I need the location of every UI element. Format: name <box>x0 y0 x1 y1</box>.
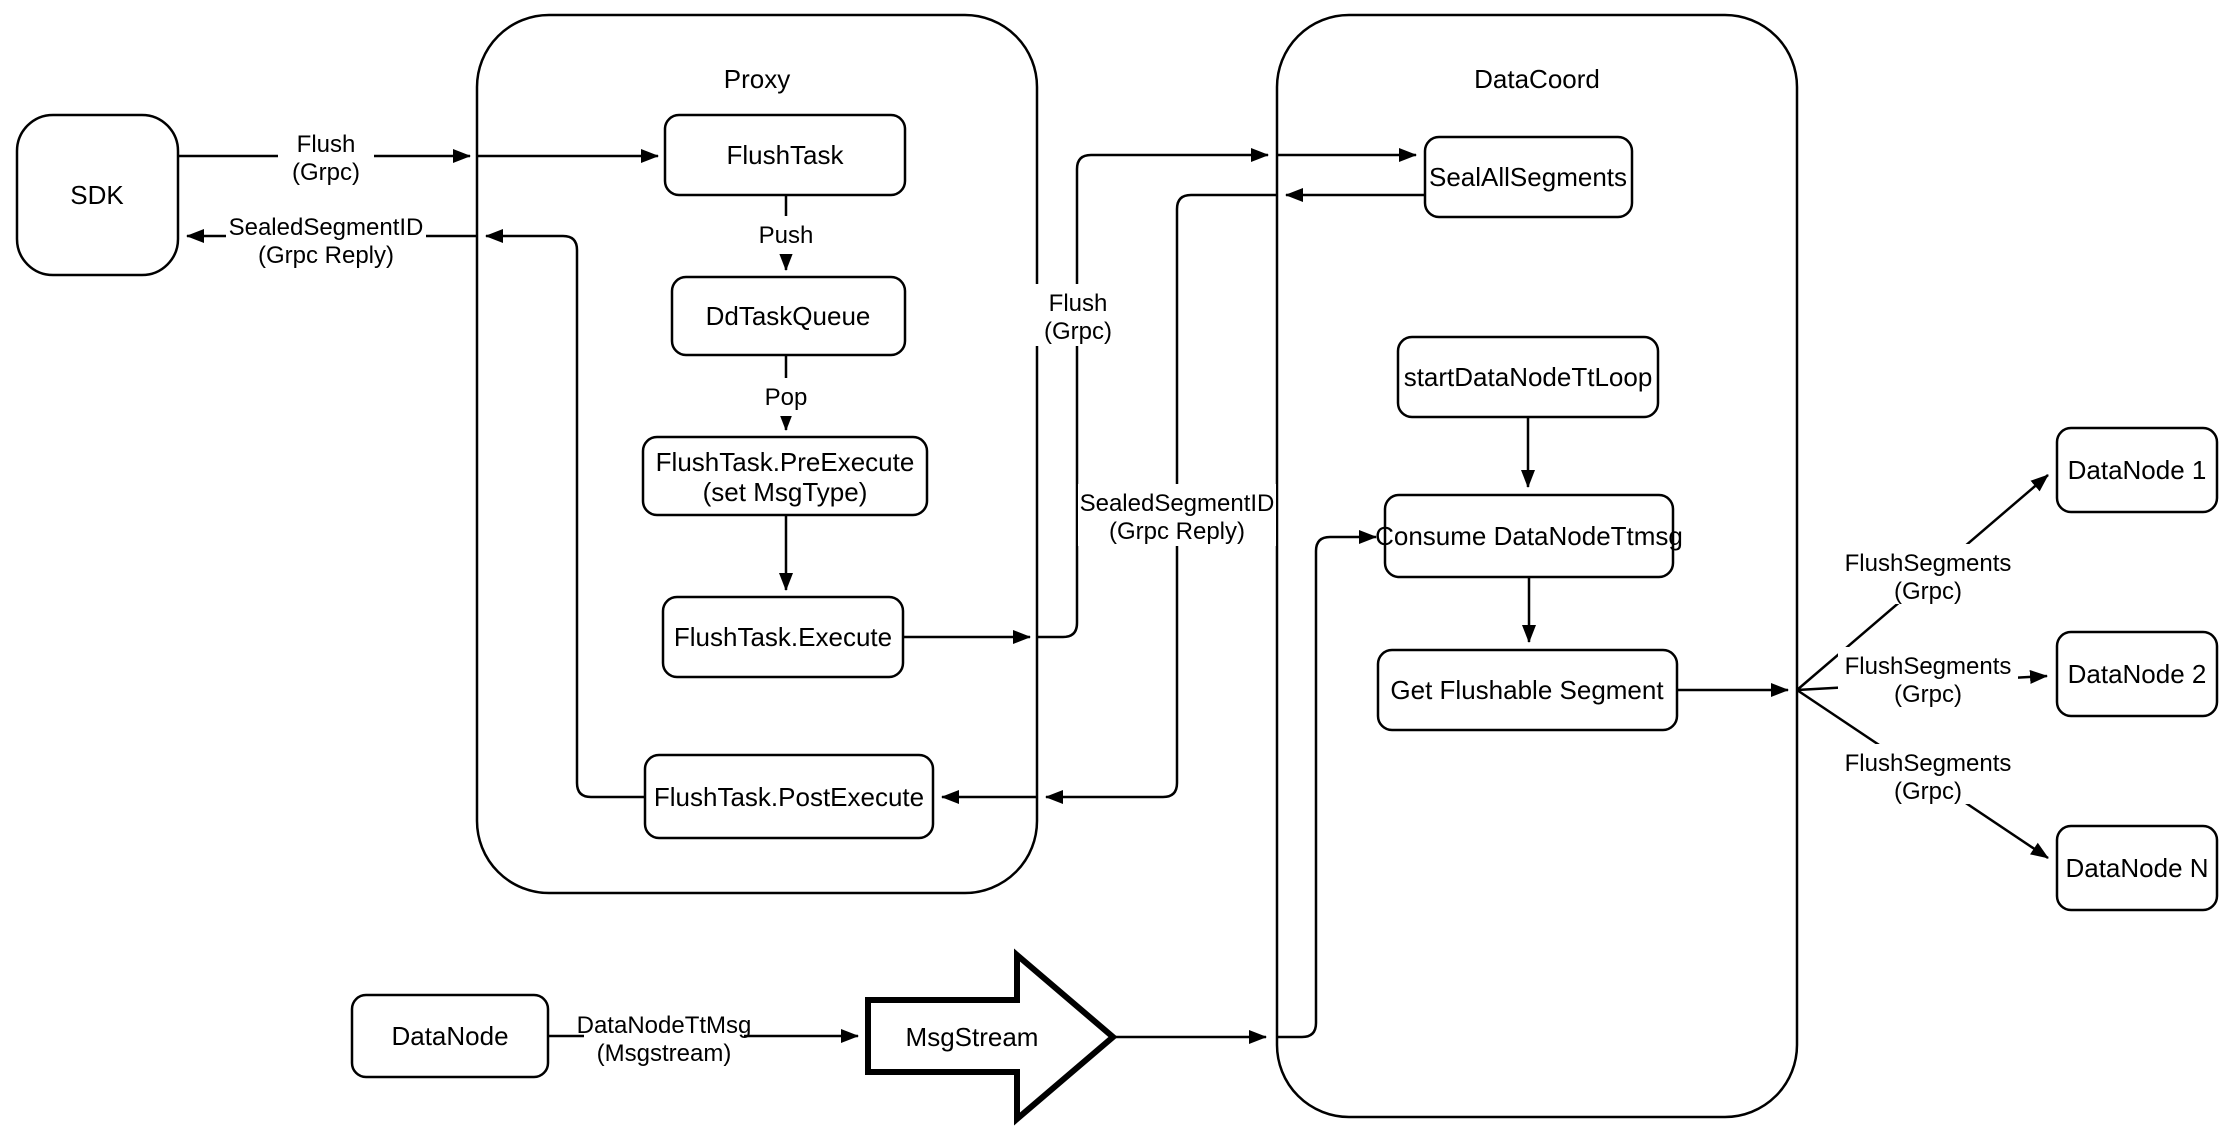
datacoord-title: DataCoord <box>1474 64 1600 94</box>
node-startdatanodettloop: startDataNodeTtLoop <box>1396 335 1660 419</box>
execute-box <box>661 595 905 679</box>
datanoden-box <box>2055 824 2219 912</box>
sealallsegments-label: SealAllSegments <box>1429 162 1627 192</box>
edge-postexecute-to-proxy-border <box>485 229 645 799</box>
push-label: Push <box>759 222 814 249</box>
flushtask-label: FlushTask <box>726 140 844 170</box>
label-bg <box>1031 284 1125 346</box>
execute-label: FlushTask.Execute <box>674 622 892 652</box>
consumedatanodettmsg-label: Consume DataNodeTtmsg <box>1375 521 1683 551</box>
node-execute: FlushTask.Execute <box>661 595 905 679</box>
datanode-bottom-label: DataNode <box>391 1021 508 1051</box>
postexecute-label: FlushTask.PostExecute <box>654 782 924 812</box>
label-bg <box>756 378 818 416</box>
sdk-reply-label-line1: SealedSegmentID <box>229 214 424 241</box>
sealallsegments-box <box>1423 135 1634 219</box>
proxy-title: Proxy <box>724 64 790 94</box>
flushsegments1-label-line2: (Grpc) <box>1894 578 1962 605</box>
node-consumedatanodettmsg: Consume DataNodeTtmsg <box>1375 493 1683 579</box>
node-postexecute: FlushTask.PostExecute <box>643 753 935 840</box>
sdk-label: SDK <box>70 180 124 210</box>
label-bg <box>226 208 426 270</box>
edge-label-flushsegments-3: FlushSegments (Grpc) <box>1838 744 2018 805</box>
preexecute-label-line1: FlushTask.PreExecute <box>656 447 915 477</box>
startdatanodettloop-label: startDataNodeTtLoop <box>1404 362 1653 392</box>
preexecute-box <box>641 435 929 517</box>
label-bg <box>752 216 820 254</box>
startdatanodettloop-box <box>1396 335 1660 419</box>
sdk-reply-label-line2: (Grpc Reply) <box>258 242 394 269</box>
proxy-outline <box>475 13 1039 895</box>
node-datanode1: DataNode 1 <box>2055 426 2219 514</box>
getflushablesegment-label: Get Flushable Segment <box>1390 675 1664 705</box>
label-bg <box>1078 484 1276 546</box>
datanoden-label: DataNode N <box>2065 853 2208 883</box>
node-msgstream: MsgStream <box>865 948 1118 1126</box>
sdk-box <box>15 113 180 277</box>
node-sdk: SDK <box>15 113 180 277</box>
edge-label-flushsegments-1: FlushSegments (Grpc) <box>1838 544 2018 605</box>
mid-reply-label-line1: SealedSegmentID <box>1080 490 1275 517</box>
edge-label-sdk-flush: Flush (Grpc) <box>278 126 374 186</box>
edge-label-mid-flush: Flush (Grpc) <box>1031 284 1125 346</box>
getflushablesegment-box <box>1376 648 1679 732</box>
label-bg <box>584 1006 744 1066</box>
flushsegments3-label-line2: (Grpc) <box>1894 778 1962 805</box>
label-bg <box>1838 647 2018 707</box>
datacoord-outline <box>1275 13 1799 1119</box>
node-preexecute: FlushTask.PreExecute (set MsgType) <box>641 435 929 517</box>
ddtaskqueue-label: DdTaskQueue <box>706 301 871 331</box>
msgstream-arrow-shape <box>865 948 1118 1126</box>
node-datanode-bottom: DataNode <box>350 993 550 1079</box>
node-datanode2: DataNode 2 <box>2055 630 2219 718</box>
datanode2-label: DataNode 2 <box>2068 659 2207 689</box>
edge-label-pop: Pop <box>756 378 818 416</box>
edge-msgstream-to-consume <box>1277 530 1377 1039</box>
mid-flush-label-line2: (Grpc) <box>1044 318 1112 345</box>
flushtask-box <box>663 113 907 197</box>
edge-label-datanodettmsg: DataNodeTtMsg (Msgstream) <box>577 1006 752 1067</box>
node-getflushablesegment: Get Flushable Segment <box>1376 648 1679 732</box>
postexecute-box <box>643 753 935 840</box>
datanode1-box <box>2055 426 2219 514</box>
node-ddtaskqueue: DdTaskQueue <box>670 275 907 357</box>
mid-reply-label-line2: (Grpc Reply) <box>1109 518 1245 545</box>
datanode1-label: DataNode 1 <box>2068 455 2207 485</box>
edge-label-flushsegments-2: FlushSegments (Grpc) <box>1838 647 2018 708</box>
label-bg <box>278 126 374 186</box>
flushsegments2-label-line2: (Grpc) <box>1894 681 1962 708</box>
label-bg <box>1838 744 2018 804</box>
flushsegments1-label-line1: FlushSegments <box>1845 550 2012 577</box>
edge-flush-up-to-datacoord-border <box>1037 148 1269 639</box>
datanode2-box <box>2055 630 2219 718</box>
ddtaskqueue-box <box>670 275 907 357</box>
node-flushtask: FlushTask <box>663 113 907 197</box>
flushsegments2-label-line1: FlushSegments <box>1845 653 2012 680</box>
container-proxy: Proxy <box>475 13 1039 895</box>
pop-label: Pop <box>765 384 808 411</box>
sdk-flush-label-line2: (Grpc) <box>292 159 360 186</box>
edge-label-push: Push <box>752 216 820 254</box>
datanode-bottom-box <box>350 993 550 1079</box>
msgstream-label: MsgStream <box>906 1022 1039 1052</box>
consumedatanodettmsg-box <box>1383 493 1675 579</box>
mid-flush-label-line1: Flush <box>1049 290 1108 317</box>
label-bg <box>1838 544 2018 604</box>
sdk-flush-label-line1: Flush <box>297 131 356 158</box>
preexecute-label-line2: (set MsgType) <box>703 477 868 507</box>
edge-label-sdk-reply: SealedSegmentID (Grpc Reply) <box>226 208 426 270</box>
edge-label-mid-reply: SealedSegmentID (Grpc Reply) <box>1078 484 1276 546</box>
datanodettmsg-label-line2: (Msgstream) <box>597 1040 732 1067</box>
flushsegments3-label-line1: FlushSegments <box>1845 750 2012 777</box>
container-datacoord: DataCoord <box>1275 13 1799 1119</box>
node-datanoden: DataNode N <box>2055 824 2219 912</box>
datanodettmsg-label-line1: DataNodeTtMsg <box>577 1012 752 1039</box>
node-sealallsegments: SealAllSegments <box>1423 135 1634 219</box>
